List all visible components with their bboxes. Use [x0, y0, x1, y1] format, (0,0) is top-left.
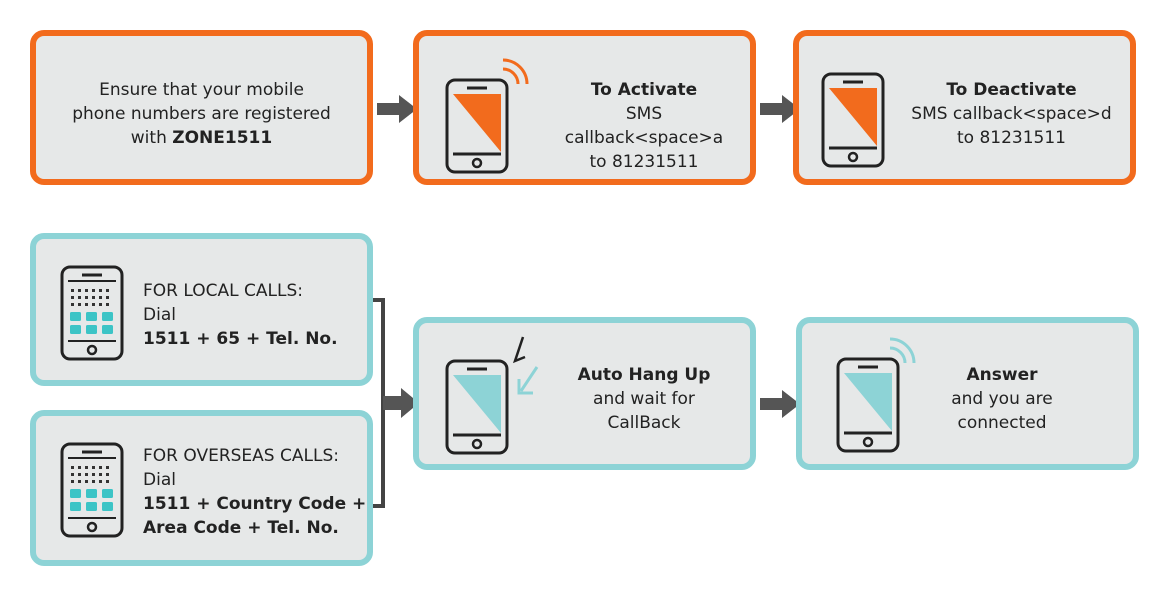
hang-up-phone-icon — [441, 325, 541, 465]
hang-up-line-1: and wait for — [593, 389, 695, 409]
deactivate-box: To Deactivate SMS callback<space>d to 81… — [793, 30, 1136, 185]
activate-box: To Activate SMS callback<space>a to 8123… — [413, 30, 756, 185]
deactivate-text: To Deactivate SMS callback<space>d to 81… — [909, 78, 1114, 150]
right-arrow-icon — [760, 95, 800, 123]
overseas-calls-format-1: 1511 + Country Code + — [143, 494, 367, 514]
right-arrow-icon — [760, 390, 800, 418]
overseas-calls-box: FOR OVERSEAS CALLS: Dial 1511 + Country … — [30, 410, 373, 566]
phone-signal-icon — [441, 54, 541, 174]
local-calls-format: 1511 + 65 + Tel. No. — [143, 329, 338, 349]
activate-line-2: to 81231511 — [589, 152, 699, 172]
deactivate-line-2: to 81231511 — [957, 128, 1066, 148]
register-box: Ensure that your mobile phone numbers ar… — [30, 30, 373, 185]
keypad-phone-icon — [58, 442, 128, 538]
local-calls-box: FOR LOCAL CALLS: Dial 1511 + 65 + Tel. N… — [30, 233, 373, 386]
local-calls-dial: Dial — [143, 305, 176, 325]
zone-name: ZONE1511 — [172, 128, 273, 148]
right-arrow-icon — [377, 95, 417, 123]
local-calls-heading: FOR LOCAL CALLS: — [143, 281, 303, 301]
deactivate-title: To Deactivate — [946, 80, 1077, 100]
answer-line-1: and you are — [951, 389, 1053, 409]
arrow-hang-up-to-answer — [760, 390, 800, 418]
answer-text: Answer and you are connected — [902, 363, 1102, 435]
hang-up-text: Auto Hang Up and wait for CallBack — [544, 363, 744, 435]
activate-title: To Activate — [590, 80, 698, 100]
overseas-calls-format-2: Area Code + Tel. No. — [143, 518, 339, 538]
register-line-2: phone numbers are registered — [72, 104, 331, 124]
answer-line-2: connected — [957, 413, 1047, 433]
keypad-phone-icon — [58, 265, 128, 361]
merge-bracket — [373, 294, 423, 516]
answer-title: Answer — [966, 365, 1038, 385]
overseas-calls-heading: FOR OVERSEAS CALLS: — [143, 446, 339, 466]
hang-up-title: Auto Hang Up — [577, 365, 711, 385]
overseas-calls-text: FOR OVERSEAS CALLS: Dial 1511 + Country … — [143, 444, 366, 540]
deactivate-line-1: SMS callback<space>d — [911, 104, 1112, 124]
phone-icon — [819, 72, 889, 168]
arrow-activate-to-deactivate — [760, 95, 800, 123]
activate-line-1: SMS callback<space>a — [564, 104, 724, 148]
answer-phone-icon — [832, 329, 932, 459]
register-text: Ensure that your mobile phone numbers ar… — [36, 78, 367, 150]
activate-text: To Activate SMS callback<space>a to 8123… — [544, 78, 744, 174]
answer-box: Answer and you are connected — [796, 317, 1139, 470]
hang-up-box: Auto Hang Up and wait for CallBack — [413, 317, 756, 470]
local-calls-text: FOR LOCAL CALLS: Dial 1511 + 65 + Tel. N… — [143, 279, 338, 351]
overseas-calls-dial: Dial — [143, 470, 176, 490]
register-line-3: with ZONE1511 — [130, 128, 273, 148]
hang-up-line-2: CallBack — [607, 413, 681, 433]
register-line-1: Ensure that your mobile — [99, 80, 304, 100]
arrow-register-to-activate — [377, 95, 417, 123]
